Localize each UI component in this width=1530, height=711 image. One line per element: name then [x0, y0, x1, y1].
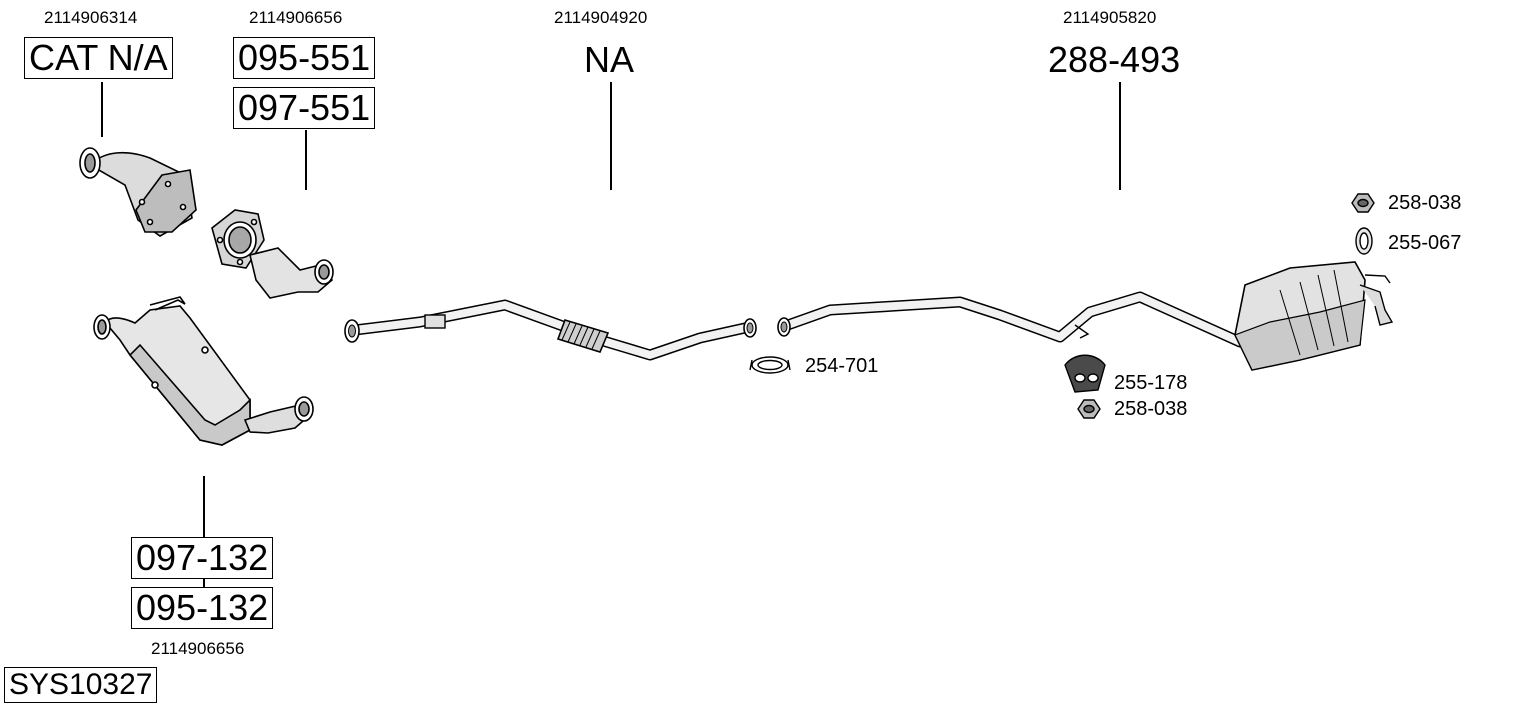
part-number-cat[interactable]: CAT N/A	[24, 37, 173, 79]
front-pipe-drawing[interactable]	[344, 299, 757, 361]
oem-number-cat: 2114906314	[44, 8, 138, 27]
part-number-pre-catalyst-b[interactable]: 097-551	[233, 87, 376, 129]
oem-number-front-pipe: 2114904920	[554, 8, 648, 27]
ring-icon[interactable]	[1355, 227, 1373, 255]
system-id: SYS10327	[4, 667, 158, 703]
part-number-dpf-a[interactable]: 097-132	[131, 537, 274, 579]
nut-bottom-icon[interactable]	[1077, 399, 1101, 419]
nut-top-icon[interactable]	[1351, 193, 1375, 213]
hanger-icon[interactable]	[1064, 354, 1106, 393]
oem-number-pre-catalyst: 2114906656	[249, 8, 343, 27]
oem-number-dpf: 2114906656	[151, 639, 245, 658]
accessory-nut-bottom-label[interactable]: 258-038	[1114, 398, 1188, 420]
accessory-nut-top-label[interactable]: 258-038	[1388, 192, 1462, 214]
oem-number-rear: 2114905820	[1063, 8, 1157, 27]
catalytic-converter-drawing[interactable]	[79, 147, 197, 237]
pre-catalyst-drawing[interactable]	[211, 209, 334, 299]
rear-silencer-drawing[interactable]	[777, 261, 1394, 371]
accessory-hanger-label[interactable]: 255-178	[1114, 372, 1188, 394]
part-number-pre-catalyst-a[interactable]: 095-551	[233, 37, 376, 79]
part-number-dpf-b[interactable]: 095-132	[131, 587, 274, 629]
accessory-clamp-label[interactable]: 254-701	[805, 355, 879, 377]
clamp-icon[interactable]	[749, 356, 791, 374]
part-number-rear[interactable]: 288-493	[1048, 39, 1181, 80]
accessory-ring-label[interactable]: 255-067	[1388, 232, 1462, 254]
dpf-drawing[interactable]	[93, 296, 314, 446]
part-number-front-pipe[interactable]: NA	[584, 39, 635, 80]
